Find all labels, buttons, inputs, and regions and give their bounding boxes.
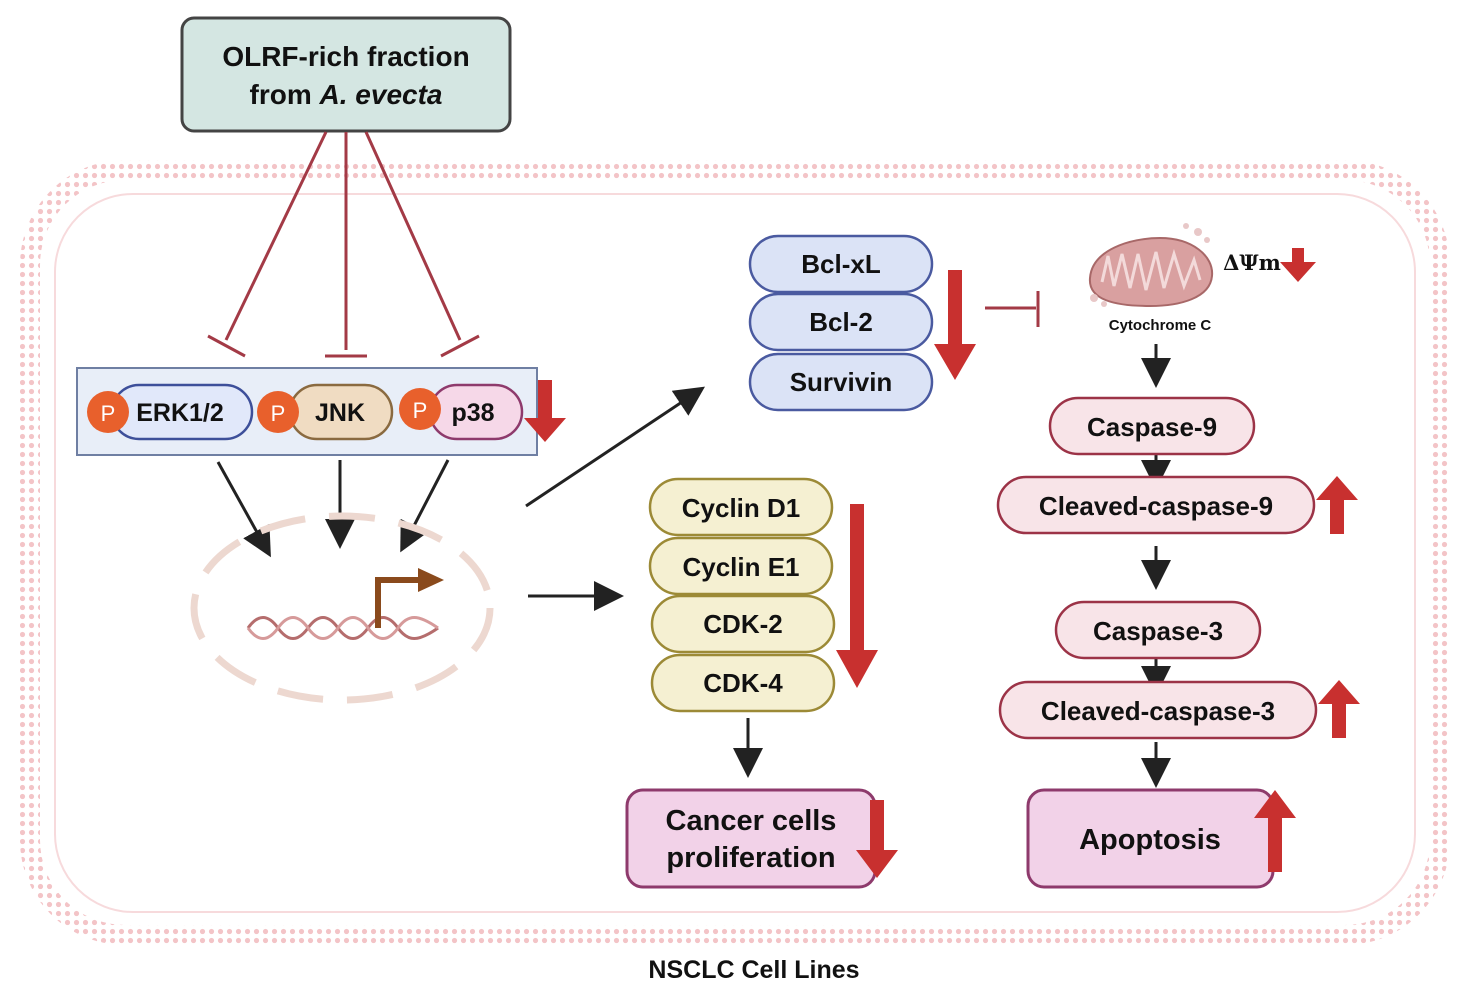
kinase-jnk: JNK <box>315 399 365 427</box>
cleaved-caspase-9-label: Cleaved-caspase-9 <box>1039 491 1273 521</box>
cleaved-caspase-9-box <box>996 475 1316 535</box>
apoptosis-group: Apoptosis <box>1026 788 1296 889</box>
phospho-icon <box>399 388 441 430</box>
olrf-source-box: OLRF-rich fraction from A. evecta <box>180 16 512 133</box>
survivin-box <box>748 352 934 412</box>
membrane-potential-label: ΔΨm <box>1223 250 1281 275</box>
cdk-2-box <box>650 594 836 654</box>
source-line-2: from A. evecta <box>250 79 443 110</box>
cyclin-e1-box <box>648 536 834 596</box>
phospho-label: P <box>413 398 428 423</box>
phospho-icon <box>257 391 299 433</box>
cytochrome-c-label: Cytochrome C <box>1109 317 1212 334</box>
bcl-2-label: Bcl-2 <box>809 307 873 337</box>
mapk-to-nucleus-arrows <box>216 459 450 558</box>
proliferation-line-2: proliferation <box>666 842 835 874</box>
cyclin-e1-label: Cyclin E1 <box>682 552 799 582</box>
cyclin-d1-label: Cyclin D1 <box>682 493 801 523</box>
up-arrow-icon <box>1318 680 1360 738</box>
up-arrow-icon <box>1316 476 1358 534</box>
bcl-xl-label: Bcl-xL <box>801 249 881 279</box>
source-line-1: OLRF-rich fraction <box>222 41 469 72</box>
inhibition-bar <box>440 334 480 358</box>
down-arrow-icon <box>836 504 878 688</box>
caspase-9-label: Caspase-9 <box>1087 412 1217 442</box>
mapk-panel: P ERK1/2 P JNK P p38 <box>76 367 566 456</box>
phospho-label: P <box>271 401 286 426</box>
cdk-2-label: CDK-2 <box>703 609 782 639</box>
bcl-inhibits-mito <box>985 291 1040 327</box>
inhibition-bar <box>207 334 246 358</box>
cell-line-label: NSCLC Cell Lines <box>648 956 859 984</box>
bcl-family-group: Bcl-xL Bcl-2 Survivin <box>748 234 976 412</box>
cdk-4-label: CDK-4 <box>703 668 783 698</box>
proliferation-group: Cancer cells proliferation <box>625 788 898 889</box>
kinase-erk: ERK1/2 <box>136 399 224 427</box>
cdk-4-box <box>650 653 836 713</box>
phospho-label: P <box>101 401 116 426</box>
down-arrow-icon <box>1280 248 1316 282</box>
down-arrow-icon <box>934 270 976 380</box>
proliferation-line-1: Cancer cells <box>666 805 837 837</box>
kinase-p38: p38 <box>451 399 494 427</box>
apoptosis-label: Apoptosis <box>1079 824 1221 856</box>
cyclin-d1-box <box>648 477 834 537</box>
caspase-9-box <box>1048 396 1256 456</box>
bcl-2-box <box>748 292 934 352</box>
caspase-3-box <box>1054 600 1262 660</box>
nucleus <box>190 512 494 704</box>
inhibition-lines <box>207 131 480 358</box>
phospho-icon <box>87 391 129 433</box>
down-arrow-icon <box>524 380 566 442</box>
up-arrow-icon <box>1254 790 1296 872</box>
bcl-xl-box <box>748 234 934 294</box>
cleaved-caspase-3-label: Cleaved-caspase-3 <box>1041 696 1275 726</box>
caspase-3-label: Caspase-3 <box>1093 616 1223 646</box>
survivin-label: Survivin <box>790 367 893 397</box>
cell-membrane <box>20 160 1450 945</box>
cleaved-caspase-3-box <box>998 680 1318 740</box>
down-arrow-icon <box>856 800 898 878</box>
mitochondrion-icon <box>1088 223 1214 308</box>
cell-cycle-group: Cyclin D1 Cyclin E1 CDK-2 CDK-4 <box>648 477 878 713</box>
nucleus-out-arrows <box>525 386 705 611</box>
transcription-arrow-icon <box>375 577 420 628</box>
caspase-group: Caspase-9 Cleaved-caspase-9 Caspase-3 Cl… <box>996 396 1360 740</box>
